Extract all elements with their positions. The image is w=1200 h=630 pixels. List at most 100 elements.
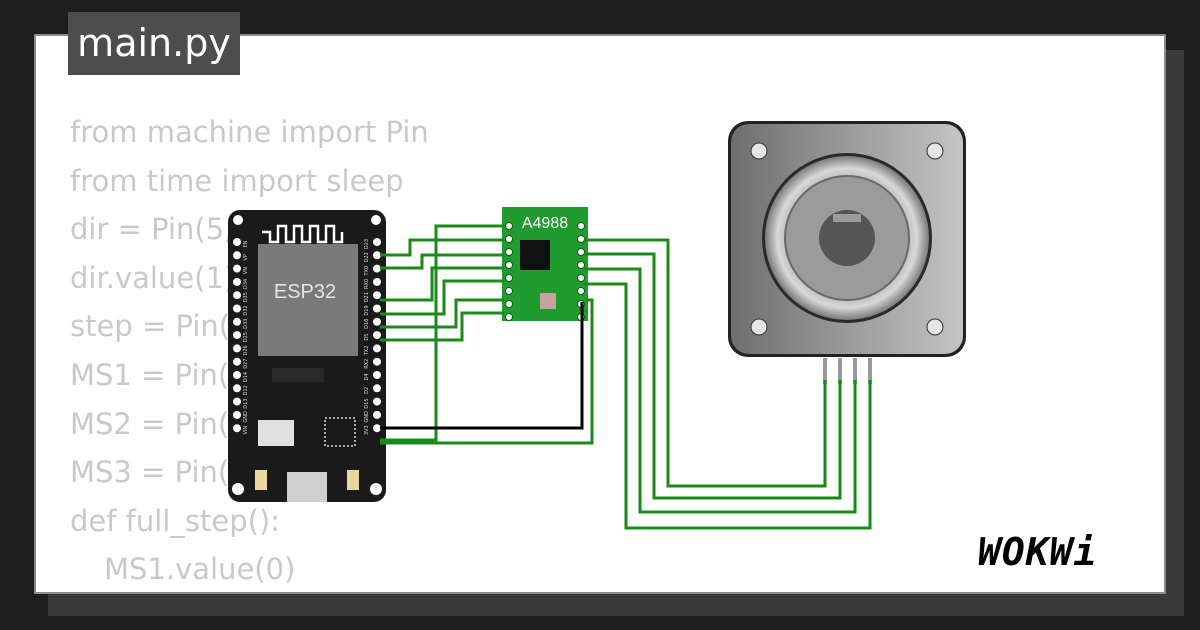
driver-pin-right[interactable] bbox=[577, 287, 585, 295]
esp32-pin-label: D18 bbox=[364, 319, 370, 329]
esp32-pin-left[interactable] bbox=[233, 264, 241, 273]
driver-pin-right[interactable] bbox=[577, 248, 585, 256]
esp32-pin-label: TX0 bbox=[364, 266, 370, 277]
wire-gnd bbox=[380, 302, 584, 430]
motor-shaft bbox=[819, 210, 875, 266]
code-listing: from machine import Pin from time import … bbox=[70, 108, 429, 592]
code-line: MS1 = Pin( bbox=[70, 357, 230, 392]
usb-port bbox=[287, 472, 327, 502]
esp32-pin-left[interactable] bbox=[233, 397, 241, 406]
code-line: dir.value(1) bbox=[70, 260, 236, 295]
driver-pin-left[interactable] bbox=[505, 248, 513, 256]
esp32-pin-left[interactable] bbox=[233, 304, 241, 313]
esp32-pin-label: D22 bbox=[364, 252, 370, 262]
driver-pin-left[interactable] bbox=[505, 235, 513, 243]
esp32-pin-label: D2 bbox=[364, 387, 370, 394]
code-line: MS2 = Pin( bbox=[70, 406, 230, 441]
esp32-pin-label: D27 bbox=[243, 359, 249, 369]
esp32-board[interactable]: ESP32 ENVPVND34D35D32D33D25D26D27D14D12D… bbox=[228, 210, 386, 502]
code-line: MS1.value(0) bbox=[104, 552, 296, 587]
esp32-pin-label: D13 bbox=[243, 398, 249, 408]
wires bbox=[380, 224, 872, 530]
esp32-pin-right[interactable] bbox=[373, 371, 381, 379]
wire-coil-1b bbox=[584, 282, 872, 530]
esp32-pin-right[interactable] bbox=[373, 424, 381, 433]
esp32-pin-label: D19 bbox=[364, 305, 370, 315]
code-line: from machine import Pin bbox=[70, 115, 429, 149]
wire-reset bbox=[380, 311, 504, 342]
wire-ms1 bbox=[380, 266, 504, 302]
driver-pin-right[interactable] bbox=[577, 235, 585, 243]
esp32-pin-label: D4 bbox=[364, 373, 370, 380]
driver-pin-right[interactable] bbox=[577, 274, 585, 282]
antenna-trace bbox=[262, 224, 344, 244]
file-tab[interactable]: main.py bbox=[68, 12, 240, 75]
esp32-pin-left[interactable] bbox=[233, 384, 241, 393]
esp32-pin-label: D14 bbox=[243, 372, 249, 382]
esp32-pin-left[interactable] bbox=[233, 357, 241, 366]
stepper-motor[interactable] bbox=[728, 121, 966, 384]
driver-pin-left[interactable] bbox=[505, 274, 513, 282]
esp32-pin-right[interactable] bbox=[373, 397, 381, 406]
esp32-pin-left[interactable] bbox=[233, 410, 241, 419]
driver-pin-left[interactable] bbox=[505, 222, 513, 230]
esp32-pin-label: D32 bbox=[243, 305, 249, 315]
esp32-pin-right[interactable] bbox=[373, 264, 381, 273]
esp32-pin-label: VIN bbox=[243, 426, 249, 435]
driver-chip bbox=[520, 240, 550, 270]
esp32-pin-right[interactable] bbox=[373, 304, 381, 313]
esp32-pin-right[interactable] bbox=[373, 410, 381, 419]
esp32-pin-label: 3V3 bbox=[364, 425, 370, 435]
esp32-pin-right[interactable] bbox=[373, 251, 381, 260]
wire-coil-1a bbox=[584, 267, 857, 514]
code-line: from time import sleep bbox=[70, 163, 404, 198]
a4988-driver[interactable]: A4988 bbox=[502, 207, 588, 321]
esp32-pin-right[interactable] bbox=[373, 317, 381, 326]
esp32-pin-right[interactable] bbox=[373, 344, 381, 353]
esp32-pin-left[interactable] bbox=[233, 291, 241, 300]
esp32-pin-left[interactable] bbox=[233, 371, 241, 379]
wire-ms2 bbox=[380, 279, 504, 316]
esp32-pin-label: D5 bbox=[364, 334, 370, 341]
driver-pin-left[interactable] bbox=[505, 287, 513, 295]
esp32-pin-right[interactable] bbox=[373, 331, 381, 340]
esp32-pin-left[interactable] bbox=[233, 424, 241, 433]
driver-pin-left[interactable] bbox=[505, 261, 513, 269]
esp32-pin-label: D33 bbox=[243, 319, 249, 329]
driver-pin-left[interactable] bbox=[505, 313, 513, 321]
wire-ms3 bbox=[380, 298, 504, 329]
driver-pin-right[interactable] bbox=[577, 261, 585, 269]
esp32-pin-label: TX2 bbox=[364, 346, 370, 357]
esp32-pin-left[interactable] bbox=[233, 238, 241, 246]
esp32-pin-right[interactable] bbox=[373, 291, 381, 300]
reset-button[interactable] bbox=[347, 470, 359, 490]
esp32-pin-label: D34 bbox=[243, 279, 249, 289]
esp32-pin-label: RX0 bbox=[364, 279, 370, 289]
esp32-pin-label: D12 bbox=[243, 385, 249, 395]
esp32-pin-left[interactable] bbox=[233, 331, 241, 340]
esp32-pin-left[interactable] bbox=[233, 344, 241, 353]
esp32-pin-right[interactable] bbox=[373, 277, 381, 286]
esp32-pin-label: D21 bbox=[364, 292, 370, 302]
wokwi-logo: WOKWi bbox=[978, 530, 1098, 574]
esp32-pin-label: D35 bbox=[243, 292, 249, 302]
esp32-pin-right[interactable] bbox=[373, 384, 381, 393]
wire-step bbox=[380, 253, 504, 270]
voltage-regulator bbox=[258, 420, 294, 446]
esp32-pin-left[interactable] bbox=[233, 277, 241, 286]
esp32-pin-right[interactable] bbox=[373, 238, 381, 246]
driver-pin-right[interactable] bbox=[577, 222, 585, 230]
esp32-pin-label: D15 bbox=[364, 398, 370, 408]
esp32-pin-label: D23 bbox=[364, 239, 370, 249]
preview-card: from machine import Pin from time import … bbox=[34, 34, 1166, 594]
esp32-pin-label: RX2 bbox=[364, 359, 370, 369]
boot-button[interactable] bbox=[255, 470, 267, 490]
esp32-label: ESP32 bbox=[274, 281, 336, 303]
driver-pin-left[interactable] bbox=[505, 300, 513, 308]
esp32-pin-left[interactable] bbox=[233, 251, 241, 260]
esp32-pin-left[interactable] bbox=[233, 317, 241, 326]
esp32-pin-label: VP bbox=[243, 254, 249, 260]
usb-chip bbox=[324, 417, 356, 447]
esp32-pin-right[interactable] bbox=[373, 357, 381, 366]
